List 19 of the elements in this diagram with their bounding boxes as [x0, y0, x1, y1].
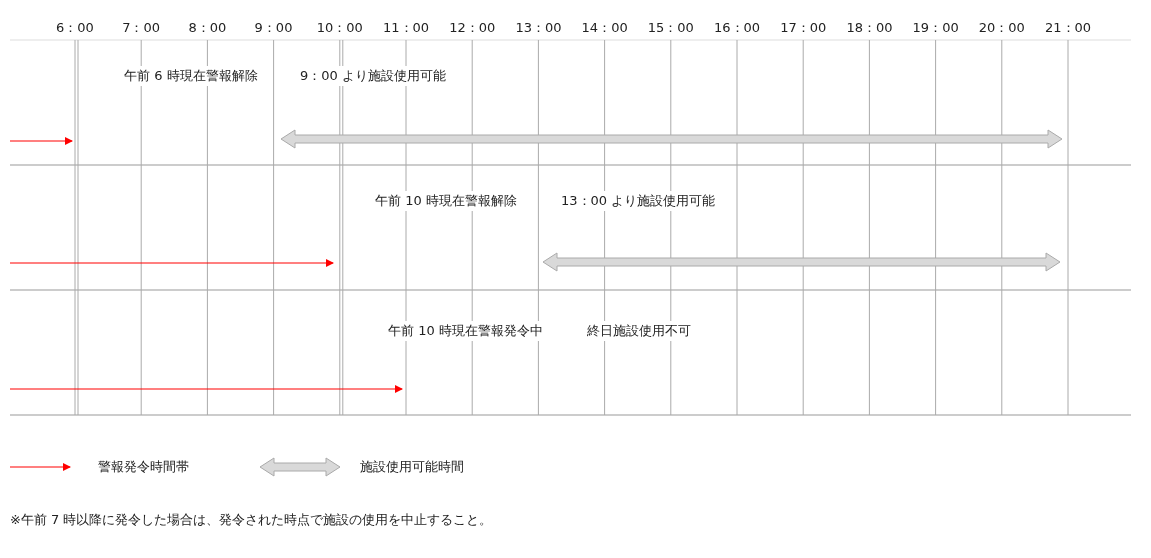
time-tick-label: 11：00	[383, 20, 430, 36]
legend-text: 警報発令時間帯	[98, 459, 189, 475]
time-tick-label: 21：00	[1045, 20, 1092, 36]
time-tick-label: 8：00	[188, 20, 227, 36]
time-tick-label: 10：00	[316, 20, 363, 36]
time-tick-label: 9：00	[254, 20, 293, 36]
time-tick-label: 6：00	[56, 20, 94, 36]
time-tick-label: 7：00	[122, 20, 160, 36]
legend-text: 施設使用可能時間	[360, 459, 464, 475]
time-tick-label: 12：00	[449, 20, 496, 36]
time-tick-label: 19：00	[912, 20, 959, 36]
time-tick-label: 18：00	[846, 20, 893, 36]
time-tick-label: 17：00	[780, 20, 827, 36]
time-tick-label: 16：00	[714, 20, 761, 36]
time-tick-label: 14：00	[581, 20, 628, 36]
time-tick-label: 13：00	[515, 20, 562, 36]
time-tick-label: 20：00	[978, 20, 1025, 36]
time-tick-label: 15：00	[647, 20, 694, 36]
footnote: ※午前 7 時以降に発令した場合は、発令された時点で施設の使用を中止すること。	[10, 512, 493, 528]
